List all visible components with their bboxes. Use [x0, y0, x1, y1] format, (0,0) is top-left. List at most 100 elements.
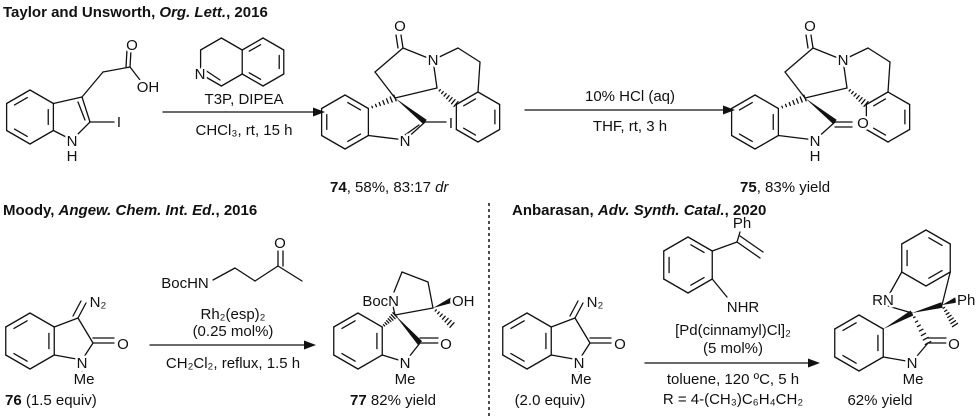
hashed-bond [387, 318, 392, 323]
bond [842, 354, 857, 364]
bond [52, 129, 73, 141]
wedge-bond [805, 98, 837, 125]
wedge-bond [395, 315, 423, 345]
hashed-bond [382, 324, 386, 327]
bond [357, 354, 383, 370]
bond [925, 229, 951, 245]
bond [858, 356, 884, 372]
bond [858, 314, 884, 330]
bond [277, 265, 303, 282]
hashed-bond [378, 101, 382, 107]
bond [812, 47, 844, 61]
hashed-bond [449, 322, 455, 328]
atom-label: N [195, 66, 206, 83]
hashed-bond [853, 92, 857, 97]
hashed-bond [799, 96, 803, 103]
bond [842, 322, 857, 332]
hashed-bond [792, 100, 795, 105]
bond [738, 133, 753, 143]
bond [5, 354, 31, 370]
bond [842, 47, 869, 61]
conditions-above-arrow: [Pd(cinnamyl)Cl]₂ [675, 322, 791, 339]
bond [72, 300, 82, 317]
bond [754, 134, 780, 150]
bond [872, 98, 887, 107]
bond [77, 302, 87, 319]
atom-label: N [810, 133, 821, 150]
bond [739, 235, 764, 253]
hashed-bond [445, 94, 450, 100]
atom-label: Ph [957, 292, 975, 309]
step2-conditions-above-arrow: 10% HCl (aq) [585, 88, 675, 105]
molecule-diazo-oxindole: N₂ O N Me [568, 292, 628, 391]
bond [367, 134, 406, 141]
bond [574, 317, 591, 344]
bond [872, 127, 887, 136]
hashed-bond [390, 314, 396, 320]
bond [455, 128, 479, 143]
atom-label: N₂ [90, 294, 107, 311]
bond [53, 354, 83, 361]
bond [736, 241, 761, 259]
bond [29, 129, 55, 145]
bond [502, 312, 528, 328]
hashed-bond [374, 103, 378, 108]
bond [928, 237, 943, 247]
atom-label: O [117, 336, 129, 353]
conditions-below-arrow: R = 4-(CH₃)C₆H₄CH₂ [663, 391, 804, 408]
atom-label: Me [903, 371, 924, 388]
hashed-bond [855, 94, 860, 100]
wedge-bond [942, 297, 957, 305]
atom-label: O [804, 18, 816, 35]
bond [928, 269, 943, 279]
molecule-75: O N O N H [802, 16, 872, 168]
bond [730, 94, 756, 110]
bond [784, 47, 814, 73]
atom-label: H [810, 148, 821, 165]
bond [510, 320, 525, 330]
atom-label: O [274, 235, 286, 252]
atom-label: Me [395, 371, 416, 388]
hashed-bond [439, 313, 443, 318]
bond [663, 278, 689, 294]
bond [254, 265, 279, 282]
bond [578, 342, 591, 361]
arrow-head [808, 358, 820, 368]
atom-label: O [857, 115, 869, 132]
hashed-bond [384, 322, 388, 326]
conditions-below-arrow: CH₂Cl₂, reflux, 1.5 h [166, 355, 300, 372]
atom-label: N [838, 52, 849, 69]
atom-label: N [400, 355, 411, 372]
bond [690, 276, 705, 286]
atom-label: Me [74, 371, 95, 388]
molecule-dihydroisoquinoline: N [192, 64, 208, 86]
bond [262, 37, 285, 51]
hashed-bond [781, 105, 784, 109]
molecule-2-iodoindole-acetic-acid: O OH I N H [64, 35, 162, 168]
bond [462, 127, 477, 136]
hashed-bond [446, 319, 452, 326]
bond [404, 124, 420, 136]
hashed-bond [914, 320, 919, 323]
bond [393, 271, 403, 293]
hashed-bond [850, 90, 854, 95]
bond [810, 34, 814, 49]
bond [901, 271, 927, 287]
bond [865, 91, 889, 106]
conditions-below-arrow: CHCl₃, rt, 15 h [196, 122, 293, 139]
hashed-bond [784, 103, 788, 108]
hashed-bond [385, 320, 390, 324]
bond [814, 121, 836, 141]
hashed-bond [948, 317, 954, 322]
bond [81, 71, 104, 98]
bond [404, 342, 421, 363]
bond [462, 98, 477, 107]
bond [574, 302, 584, 319]
bond [889, 271, 903, 294]
bond [71, 121, 91, 141]
bond [13, 352, 28, 362]
bond [754, 94, 780, 110]
equiv-label: (2.0 equiv) [515, 392, 586, 409]
bond [234, 267, 256, 282]
product-yield-label: 62% yield [847, 392, 912, 409]
